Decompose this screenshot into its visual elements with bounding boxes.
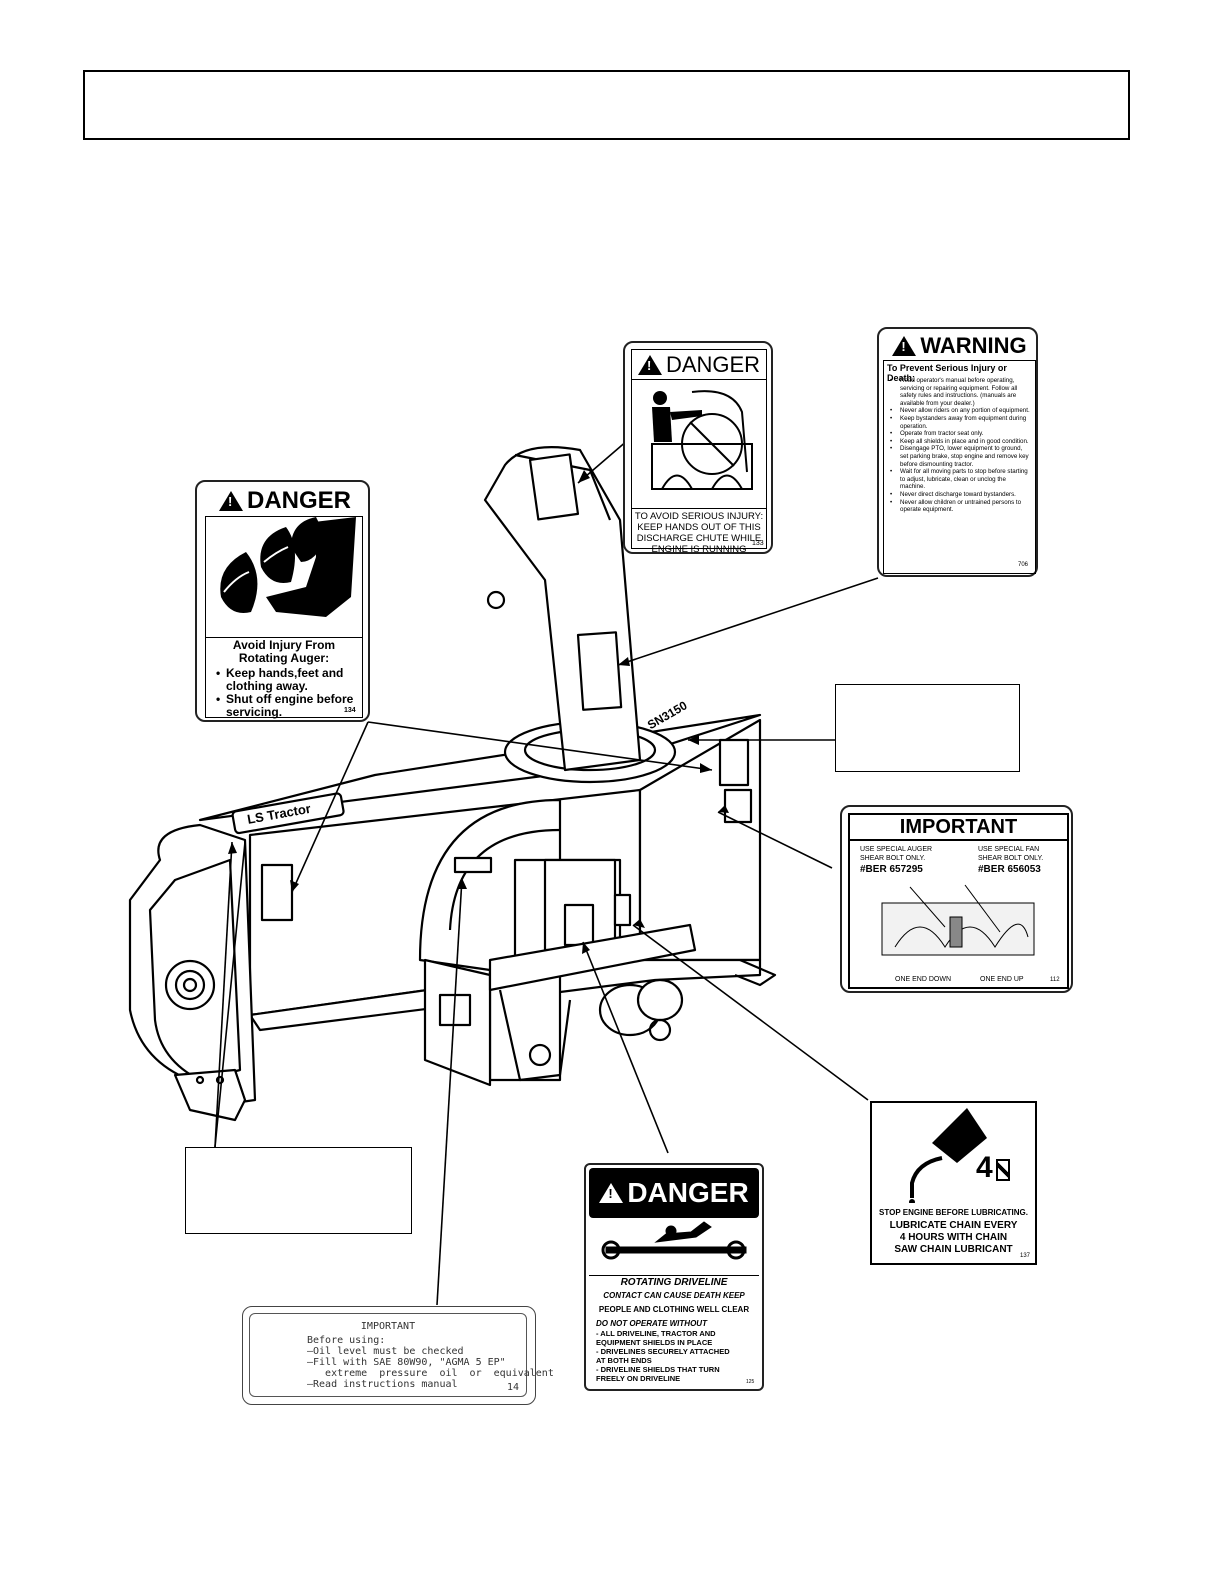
hourglass-icon <box>996 1159 1010 1181</box>
warning-triangle-icon <box>218 491 243 511</box>
auger-title: Avoid Injury From Rotating Auger: <box>232 638 336 665</box>
leader-warning <box>617 577 879 666</box>
shear-bolt-diagram <box>881 884 1035 956</box>
oil-line-2: —Oil level must be checked <box>307 1346 464 1357</box>
leader-shear <box>717 811 833 869</box>
chute-danger-header: DANGER <box>632 350 766 380</box>
warning-bullets: Read operator's manual before operating,… <box>888 377 1031 514</box>
auger-bullets: Keep hands,feet and clothing away. Shut … <box>214 667 354 719</box>
driveline-donot: DO NOT OPERATE WITHOUT <box>596 1319 707 1328</box>
driveline-item-1: - ALL DRIVELINE, TRACTOR AND EQUIPMENT S… <box>596 1329 716 1347</box>
lube-code: 137 <box>1020 1253 1031 1259</box>
shear-left-end: ONE END DOWN <box>895 976 951 983</box>
driveline-header-text: DANGER <box>627 1177 749 1208</box>
skid-shoe <box>173 1068 247 1122</box>
leader-auger-1 <box>291 721 369 893</box>
oil-line-5: —Read instructions manual <box>307 1379 458 1390</box>
warning-bullet-9: Never allow children or untrained person… <box>890 499 1031 514</box>
shear-inner-frame: IMPORTANT USE SPECIAL AUGER SHEAR BOLT O… <box>848 813 1069 989</box>
driveline-sub2: PEOPLE AND CLOTHING WELL CLEAR <box>598 1305 750 1314</box>
driveline-danger-decal: DANGER ROTATING DRIVELINE CONTACT CAN CA… <box>584 1163 764 1391</box>
auger-bullet-1: Keep hands,feet and clothing away. <box>216 667 354 693</box>
auger-header-text: DANGER <box>246 487 351 514</box>
driveline-hazard-pictogram <box>601 1221 747 1260</box>
auger-danger-header: DANGER <box>205 486 365 516</box>
end-plate <box>128 823 257 1107</box>
warning-triangle-icon <box>637 354 662 375</box>
warning-triangle-icon <box>599 1183 624 1203</box>
oil-line-1: Before using: <box>307 1335 386 1346</box>
shear-bolt-decal: IMPORTANT USE SPECIAL AUGER SHEAR BOLT O… <box>840 805 1073 993</box>
warning-code: 706 <box>1018 562 1029 568</box>
oil-line-3: —Fill with SAE 80W90, "AGMA 5 EP" <box>307 1357 506 1368</box>
oil-header: IMPORTANT <box>360 1321 416 1332</box>
warning-bullet-7: Wait for all moving parts to stop before… <box>890 468 1031 491</box>
shear-left-part: #BER 657295 <box>860 864 923 875</box>
warning-decal: WARNING To Prevent Serious Injury or Dea… <box>877 327 1038 577</box>
warning-header: WARNING <box>883 332 1036 360</box>
chute-hazard-pictogram <box>651 390 753 490</box>
warning-inner-frame: To Prevent Serious Injury or Death: Read… <box>883 360 1036 574</box>
shear-left-label: USE SPECIAL AUGER SHEAR BOLT ONLY. <box>860 846 933 862</box>
header-box <box>83 70 1130 140</box>
lube-decal: 4 STOP ENGINE BEFORE LUBRICATING. LUBRIC… <box>870 1101 1037 1265</box>
leader-box-left-2 <box>214 841 246 1148</box>
chute-header-text: DANGER <box>665 351 761 377</box>
oil-code: 14 <box>507 1382 520 1393</box>
warning-bullet-4: Operate from tractor seat only. <box>890 430 1031 438</box>
chute-inner-frame: DANGER TO AVOID SERIOUS INJURY: KEEP HAN… <box>631 349 767 555</box>
oil-line-4: extreme pressure oil or equivalent <box>307 1368 554 1379</box>
auger-hazard-pictogram <box>220 517 356 617</box>
warning-triangle-icon <box>892 336 917 356</box>
oil-inner-frame <box>249 1313 527 1397</box>
leader-lube <box>632 924 869 1101</box>
auger-code: 134 <box>344 707 356 714</box>
driveline-item-2: - DRIVELINES SECURELY ATTACHED AT BOTH E… <box>596 1347 730 1365</box>
oil-important-decal: IMPORTANT Before using: —Oil level must … <box>242 1306 554 1405</box>
leader-auger-2 <box>367 721 713 771</box>
driveline-item-3: - DRIVELINE SHIELDS THAT TURN FREELY ON … <box>596 1365 720 1383</box>
lube-interval: 4 <box>976 1151 993 1184</box>
warning-bullet-2: Never allow riders on any portion of equ… <box>890 407 1031 415</box>
blank-callout-left <box>185 1147 412 1234</box>
oil-can-icon <box>909 1108 987 1203</box>
lube-line1: STOP ENGINE BEFORE LUBRICATING. <box>879 1208 1028 1217</box>
shear-header: IMPORTANT <box>850 815 1067 841</box>
auger-inner-frame: Avoid Injury From Rotating Auger: Keep h… <box>205 516 363 719</box>
driveline-title: ROTATING DRIVELINE <box>620 1277 728 1288</box>
driveline-sub: CONTACT CAN CAUSE DEATH KEEP <box>603 1291 745 1300</box>
blank-callout-right <box>835 684 1020 772</box>
chute-danger-decal: DANGER TO AVOID SERIOUS INJURY: KEEP HAN… <box>623 341 773 555</box>
leader-oil <box>436 877 463 1306</box>
shear-code: 112 <box>1050 977 1060 983</box>
leader-box-left-1 <box>214 841 233 1148</box>
shear-right-part: #BER 656053 <box>978 864 1041 875</box>
driveline-code: 125 <box>746 1379 755 1385</box>
auger-danger-decal: DANGER Avoid Injury From Rotating Auger:… <box>195 480 370 722</box>
warning-bullet-6: Disengage PTO, lower equipment to ground… <box>890 445 1031 468</box>
warning-bullet-8: Never direct discharge toward bystanders… <box>890 491 1031 499</box>
warning-bullet-5: Keep all shields in place and in good co… <box>890 438 1031 446</box>
lube-line2: LUBRICATE CHAIN EVERY 4 HOURS WITH CHAIN… <box>889 1220 1018 1255</box>
warning-bullet-1: Read operator's manual before operating,… <box>890 377 1031 407</box>
shear-right-label: USE SPECIAL FAN SHEAR BOLT ONLY. <box>978 846 1044 862</box>
shear-right-end: ONE END UP <box>980 976 1024 983</box>
auger-bullet-2: Shut off engine before servicing. <box>216 693 354 719</box>
warning-header-text: WARNING <box>920 333 1027 358</box>
leader-driveline <box>582 941 669 1154</box>
chute-caption: TO AVOID SERIOUS INJURY: KEEP HANDS OUT … <box>632 508 766 555</box>
driveline-danger-header: DANGER <box>589 1168 759 1218</box>
warning-bullet-3: Keep bystanders away from equipment duri… <box>890 415 1031 430</box>
chute-code: 133 <box>752 540 764 547</box>
